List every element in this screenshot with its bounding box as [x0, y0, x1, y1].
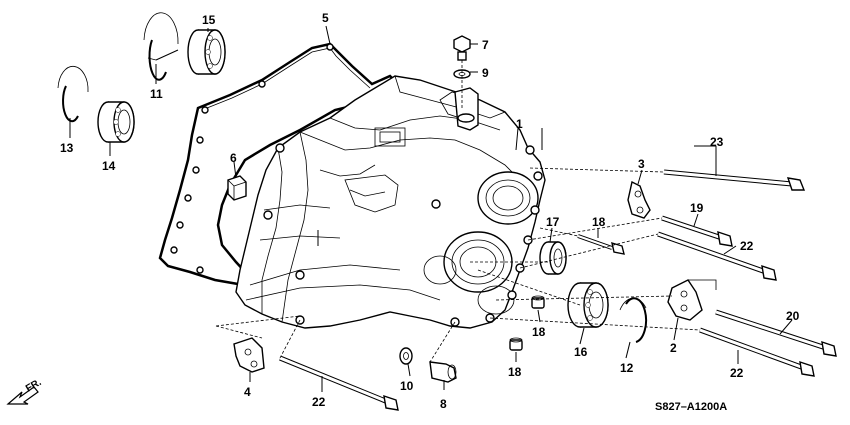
seal-17	[539, 241, 567, 275]
callout-18-b: 18	[508, 365, 522, 379]
bracket-4	[233, 337, 265, 373]
front-arrow: FR.	[6, 377, 44, 405]
bolt-22-right-upper	[657, 231, 777, 281]
callout-22-c: 22	[312, 395, 326, 409]
bearing-14	[97, 101, 135, 143]
callout-23: 23	[710, 135, 724, 149]
callout-4: 4	[244, 385, 251, 399]
callout-18-a: 18	[532, 325, 546, 339]
callout-6: 6	[230, 151, 237, 165]
callout-20: 19	[690, 201, 704, 215]
dowel-18a	[531, 295, 545, 309]
gasket	[158, 42, 398, 286]
callout-14: 14	[102, 159, 116, 173]
callout-3: 3	[638, 157, 645, 171]
callout-2: 2	[670, 341, 677, 355]
callout-16: 16	[574, 345, 588, 359]
block-6	[227, 175, 247, 201]
washer-10	[399, 347, 413, 365]
callout-10: 10	[400, 379, 414, 393]
front-arrow-label: FR.	[24, 377, 44, 395]
callout-5: 5	[322, 11, 329, 25]
callout-13: 13	[60, 141, 74, 155]
callout-7: 7	[482, 38, 489, 52]
bolt-19	[577, 234, 625, 255]
bracket-3	[627, 180, 651, 219]
alignment-lines	[215, 60, 701, 363]
leader-lines	[69, 25, 793, 392]
transmission-housing	[235, 75, 546, 329]
circlip-13	[57, 65, 89, 123]
callout-1: 1	[516, 117, 523, 131]
callouts: 15 5 7 9 11 1 13 14 6 23 3 19 17 18 22 2…	[60, 11, 800, 411]
callout-19: 18	[592, 215, 606, 229]
callout-8: 8	[440, 397, 447, 411]
dowel-18b	[509, 337, 523, 351]
callout-17: 17	[546, 215, 560, 229]
callout-21: 20	[786, 309, 800, 323]
bearing-15	[187, 29, 226, 75]
callout-22-b: 22	[730, 366, 744, 380]
callout-15: 15	[202, 13, 216, 27]
bolt-20	[661, 215, 733, 247]
bolt-22-left	[279, 355, 399, 411]
circlip-11	[143, 12, 179, 81]
bracket-2	[667, 279, 717, 321]
plug-8	[429, 361, 457, 383]
callout-22-a: 22	[740, 239, 754, 253]
circlip-12	[619, 297, 648, 343]
bolt-23	[663, 169, 806, 191]
callout-11: 11	[150, 87, 163, 101]
bolt-22-right-lower	[699, 327, 815, 377]
callout-9: 9	[482, 66, 489, 80]
callout-12: 12	[620, 361, 634, 375]
bearing-16	[567, 282, 609, 328]
bolt-21	[715, 309, 837, 357]
diagram-code: S827–A1200A	[655, 401, 727, 413]
bolt-7	[453, 35, 471, 61]
